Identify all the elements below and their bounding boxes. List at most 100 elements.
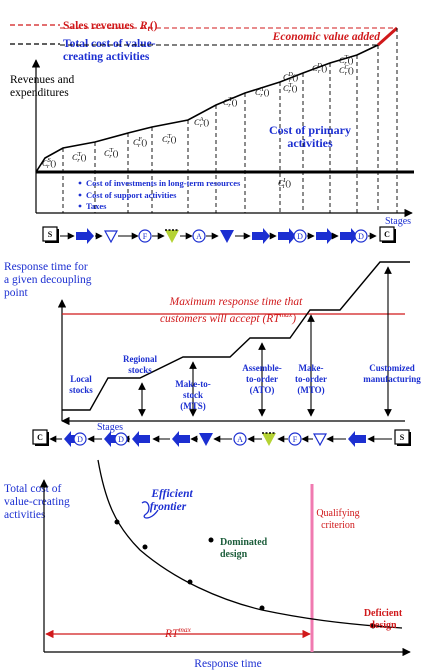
frontier-points [114,519,376,629]
frontier-label-1: Efficient [150,488,193,500]
revenue-segment [376,26,399,47]
top-y-label-2: expenditures [10,87,69,99]
total-cost-curve [35,44,379,173]
point-mto-2: to-order [295,374,327,384]
primary-label-1: Cost of primary [269,123,351,137]
mid-y-label-3: point [4,287,28,299]
bot-y-label-1: Total cost of [4,483,61,495]
svg-text:S: S [400,433,405,442]
top-x-label: Stages [385,216,411,227]
primary-label-2: activities [287,136,333,150]
stock-triangle-icon [220,230,234,243]
point-ato-2: to-order [246,374,278,384]
frontier-point [259,605,265,611]
svg-text:D: D [358,232,364,241]
dominated-point [208,537,214,543]
response-time-curve [62,261,410,411]
transport-arrow-icon [316,228,334,244]
process-circle-icon [192,229,206,243]
legend-sales: Sales revenues Rt() [63,20,158,33]
distribution-circle-icon [114,432,128,446]
process-letter: A [196,232,202,241]
bot-x-label: Response time [194,658,261,670]
bot-y-label-2: value-creating [4,496,70,508]
transport-arrow-icon [172,431,190,447]
distribution-circle-icon [354,229,368,243]
legend-total-1: Total cost of value- [63,38,156,50]
transport-arrow-icon [132,431,150,447]
svg-text:D: D [297,232,303,241]
svg-text:D: D [118,435,124,444]
rtmax-label: RTmax [164,625,192,640]
supplier-box-icon [42,226,58,242]
decoupling-triangle-icon [165,230,179,243]
point-ato-1: Assemble- [242,363,282,373]
point-mts-3: (MTS) [180,401,206,411]
point-ato-3: (ATO) [250,385,275,395]
point-custom-2: manufacturing [363,374,421,384]
bullet-list: Cost of investments in long-term resourc… [78,178,241,211]
process-circle-icon [233,432,247,446]
frontier-point [142,544,148,550]
deficient-point [370,623,376,629]
efficient-frontier-curve [97,459,403,629]
deficient-label-1: Deficient [364,608,403,619]
transport-arrow-icon [348,431,366,447]
transport-arrow-icon [278,228,296,244]
middle-panel: Response time for a given decoupling poi… [4,261,421,433]
process-letter: F [293,435,298,444]
top-y-label-1: Revenues and [10,74,74,86]
point-custom-1: Customized [369,363,415,373]
frontier-pointer [141,501,159,519]
customer-box-icon [32,429,48,445]
process-circle-icon [138,229,152,243]
transport-arrow-icon [340,228,358,244]
decoupling-arrows [138,266,392,417]
decoupling-triangle-icon [262,433,276,446]
transport-arrow-icon [76,228,94,244]
frontier-point [114,519,120,525]
process-letter: F [143,232,148,241]
point-local-1: Local [70,374,92,384]
max-label-1: Maximum response time that [169,296,304,308]
top-panel: Sales revenues Rt() Total cost of value-… [10,20,414,227]
deficient-label-2: design [369,620,397,631]
stage-lines [62,28,398,213]
transport-arrow-icon [252,228,270,244]
frontier-label-2: frontier [150,501,187,513]
dominated-label-2: design [220,549,248,560]
supplier-box-icon [394,429,410,445]
bullet-taxes: Taxes [86,201,107,211]
max-label-2: customers will accept (RTmax) [160,310,296,325]
point-regional-1: Regional [123,354,158,364]
bullet-investment: Cost of investments in long-term resourc… [86,178,241,188]
qualifying-label-2: criterion [321,520,355,531]
mid-y-label-1: Response time for [4,261,88,273]
point-mts-2: stock [183,390,203,400]
bullet-support: Cost of support activities [86,190,177,200]
customer-box-icon [379,226,395,242]
distribution-circle-icon [73,432,87,446]
eva-label: Economic value added [272,31,381,43]
stock-triangle-icon [199,433,213,446]
point-mto-3: (MTO) [297,385,324,395]
inventory-triangle-icon [103,230,119,244]
process-letter: A [237,435,243,444]
point-mts-1: Make-to- [175,379,211,389]
